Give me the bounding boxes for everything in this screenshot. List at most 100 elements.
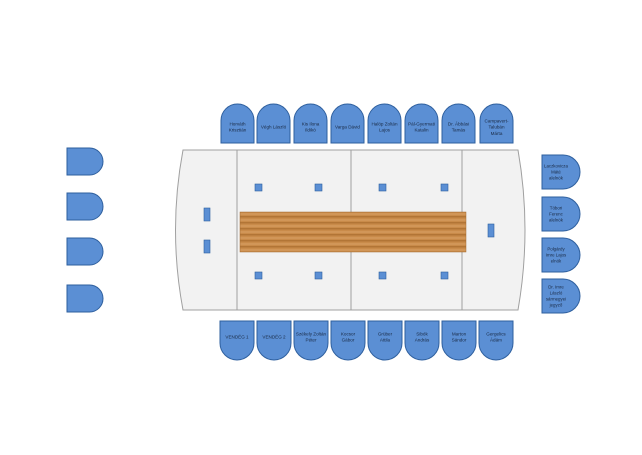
- seat-shape: [293, 103, 328, 144]
- seat-name-text: Ádám: [490, 337, 502, 343]
- seat-name-text: Sibók: [416, 332, 428, 337]
- seat-name-text: VENDÉG 1: [225, 334, 249, 340]
- marker: [314, 271, 323, 280]
- seat-shape: [441, 103, 476, 144]
- right-seat-column: LaczkoviczaMátéalelnökTóboriFerencalelnö…: [541, 154, 581, 314]
- seat-name-text: Imre Lajos: [546, 253, 567, 258]
- seat-name-text: Talubán: [488, 125, 505, 130]
- seat-shape: [541, 154, 581, 190]
- seat[interactable]: VENDÉG 2: [256, 320, 292, 361]
- seat-shape: [541, 237, 581, 273]
- marker: [440, 271, 449, 280]
- seat-shape: [404, 103, 439, 144]
- seat-name-text: Márta: [491, 131, 503, 136]
- marker: [254, 183, 263, 192]
- seat-name-text: Horváth: [229, 122, 246, 127]
- seat-name-text: Dr. Ábbási: [448, 121, 469, 127]
- conference-table: [239, 211, 467, 253]
- seat-name-text: Halóp Zoltán: [371, 122, 397, 127]
- seat-shape: [404, 320, 440, 361]
- seat-name-text: Gergelics: [486, 332, 506, 337]
- marker: [487, 223, 495, 238]
- seat[interactable]: Végh László: [256, 103, 291, 144]
- seat[interactable]: Varga Dávid: [330, 103, 365, 144]
- seat-shape: [541, 196, 581, 232]
- seat-name-text: Katalin: [414, 128, 428, 133]
- seat-name-text: Polgárdy: [547, 247, 565, 252]
- seat-name-text: VENDÉG 2: [262, 334, 286, 340]
- seat-shape: [330, 320, 366, 361]
- seat[interactable]: [66, 237, 104, 266]
- seat-shape: [479, 103, 514, 144]
- seat-name-text: Lajos: [379, 128, 391, 133]
- seat-name-text: Dr. Imre: [548, 285, 564, 290]
- seat-name-text: Varga Dávid: [335, 125, 360, 130]
- seat[interactable]: [66, 192, 104, 221]
- seat-name-text: Grüber: [378, 332, 393, 337]
- seat-name-text: Péter: [306, 338, 317, 343]
- seat-shape: [66, 147, 104, 176]
- seat-name-text: Tóbori: [550, 206, 562, 211]
- seat-shape: [541, 278, 581, 314]
- seat-name-text: Marton: [452, 332, 467, 337]
- seat-name-text: Laczkovicza: [544, 164, 568, 169]
- room-markers: [203, 183, 495, 280]
- seat-shape: [219, 320, 255, 361]
- marker: [314, 183, 323, 192]
- marker: [378, 183, 387, 192]
- seat-shape: [441, 320, 477, 361]
- seat-shape: [220, 103, 255, 144]
- seat[interactable]: [66, 147, 104, 176]
- seat-name-text: Végh László: [261, 125, 287, 130]
- seat-shape: [66, 237, 104, 266]
- seat-shape: [478, 320, 514, 361]
- seat-name-text: elnök: [551, 259, 562, 264]
- seat-name-text: Ferenc: [549, 212, 563, 217]
- seat-name-text: Máté: [551, 170, 561, 175]
- seat[interactable]: [66, 284, 104, 313]
- seat-name-text: Kocsor: [341, 332, 356, 337]
- seat-shape: [256, 103, 291, 144]
- seat-name-text: alelnök: [549, 176, 564, 181]
- seat-shape: [293, 320, 329, 361]
- seat-shape: [256, 320, 292, 361]
- seat-name-text: Ildikó: [305, 128, 316, 133]
- seat-name-text: László: [550, 291, 563, 296]
- marker: [203, 207, 211, 222]
- seat-shape: [367, 320, 403, 361]
- seat-name-text: sármegyei: [546, 297, 566, 302]
- seat-name-text: András: [415, 338, 430, 343]
- seat-name-text: Attila: [380, 338, 391, 343]
- seat-name-text: Krisztián: [229, 128, 247, 133]
- seat-name-text: Campavert-: [485, 118, 509, 123]
- seat-shape: [330, 103, 365, 144]
- seat-shape: [367, 103, 402, 144]
- marker: [440, 183, 449, 192]
- seat-name-text: Gábor: [342, 338, 355, 343]
- seat-name-text: Tamás: [452, 128, 466, 133]
- seat[interactable]: VENDÉG 1: [219, 320, 255, 361]
- seat-name-text: Sándor: [452, 338, 467, 343]
- marker: [378, 271, 387, 280]
- seat-name-text: alelnök: [549, 218, 564, 223]
- left-seat-column: [66, 147, 104, 313]
